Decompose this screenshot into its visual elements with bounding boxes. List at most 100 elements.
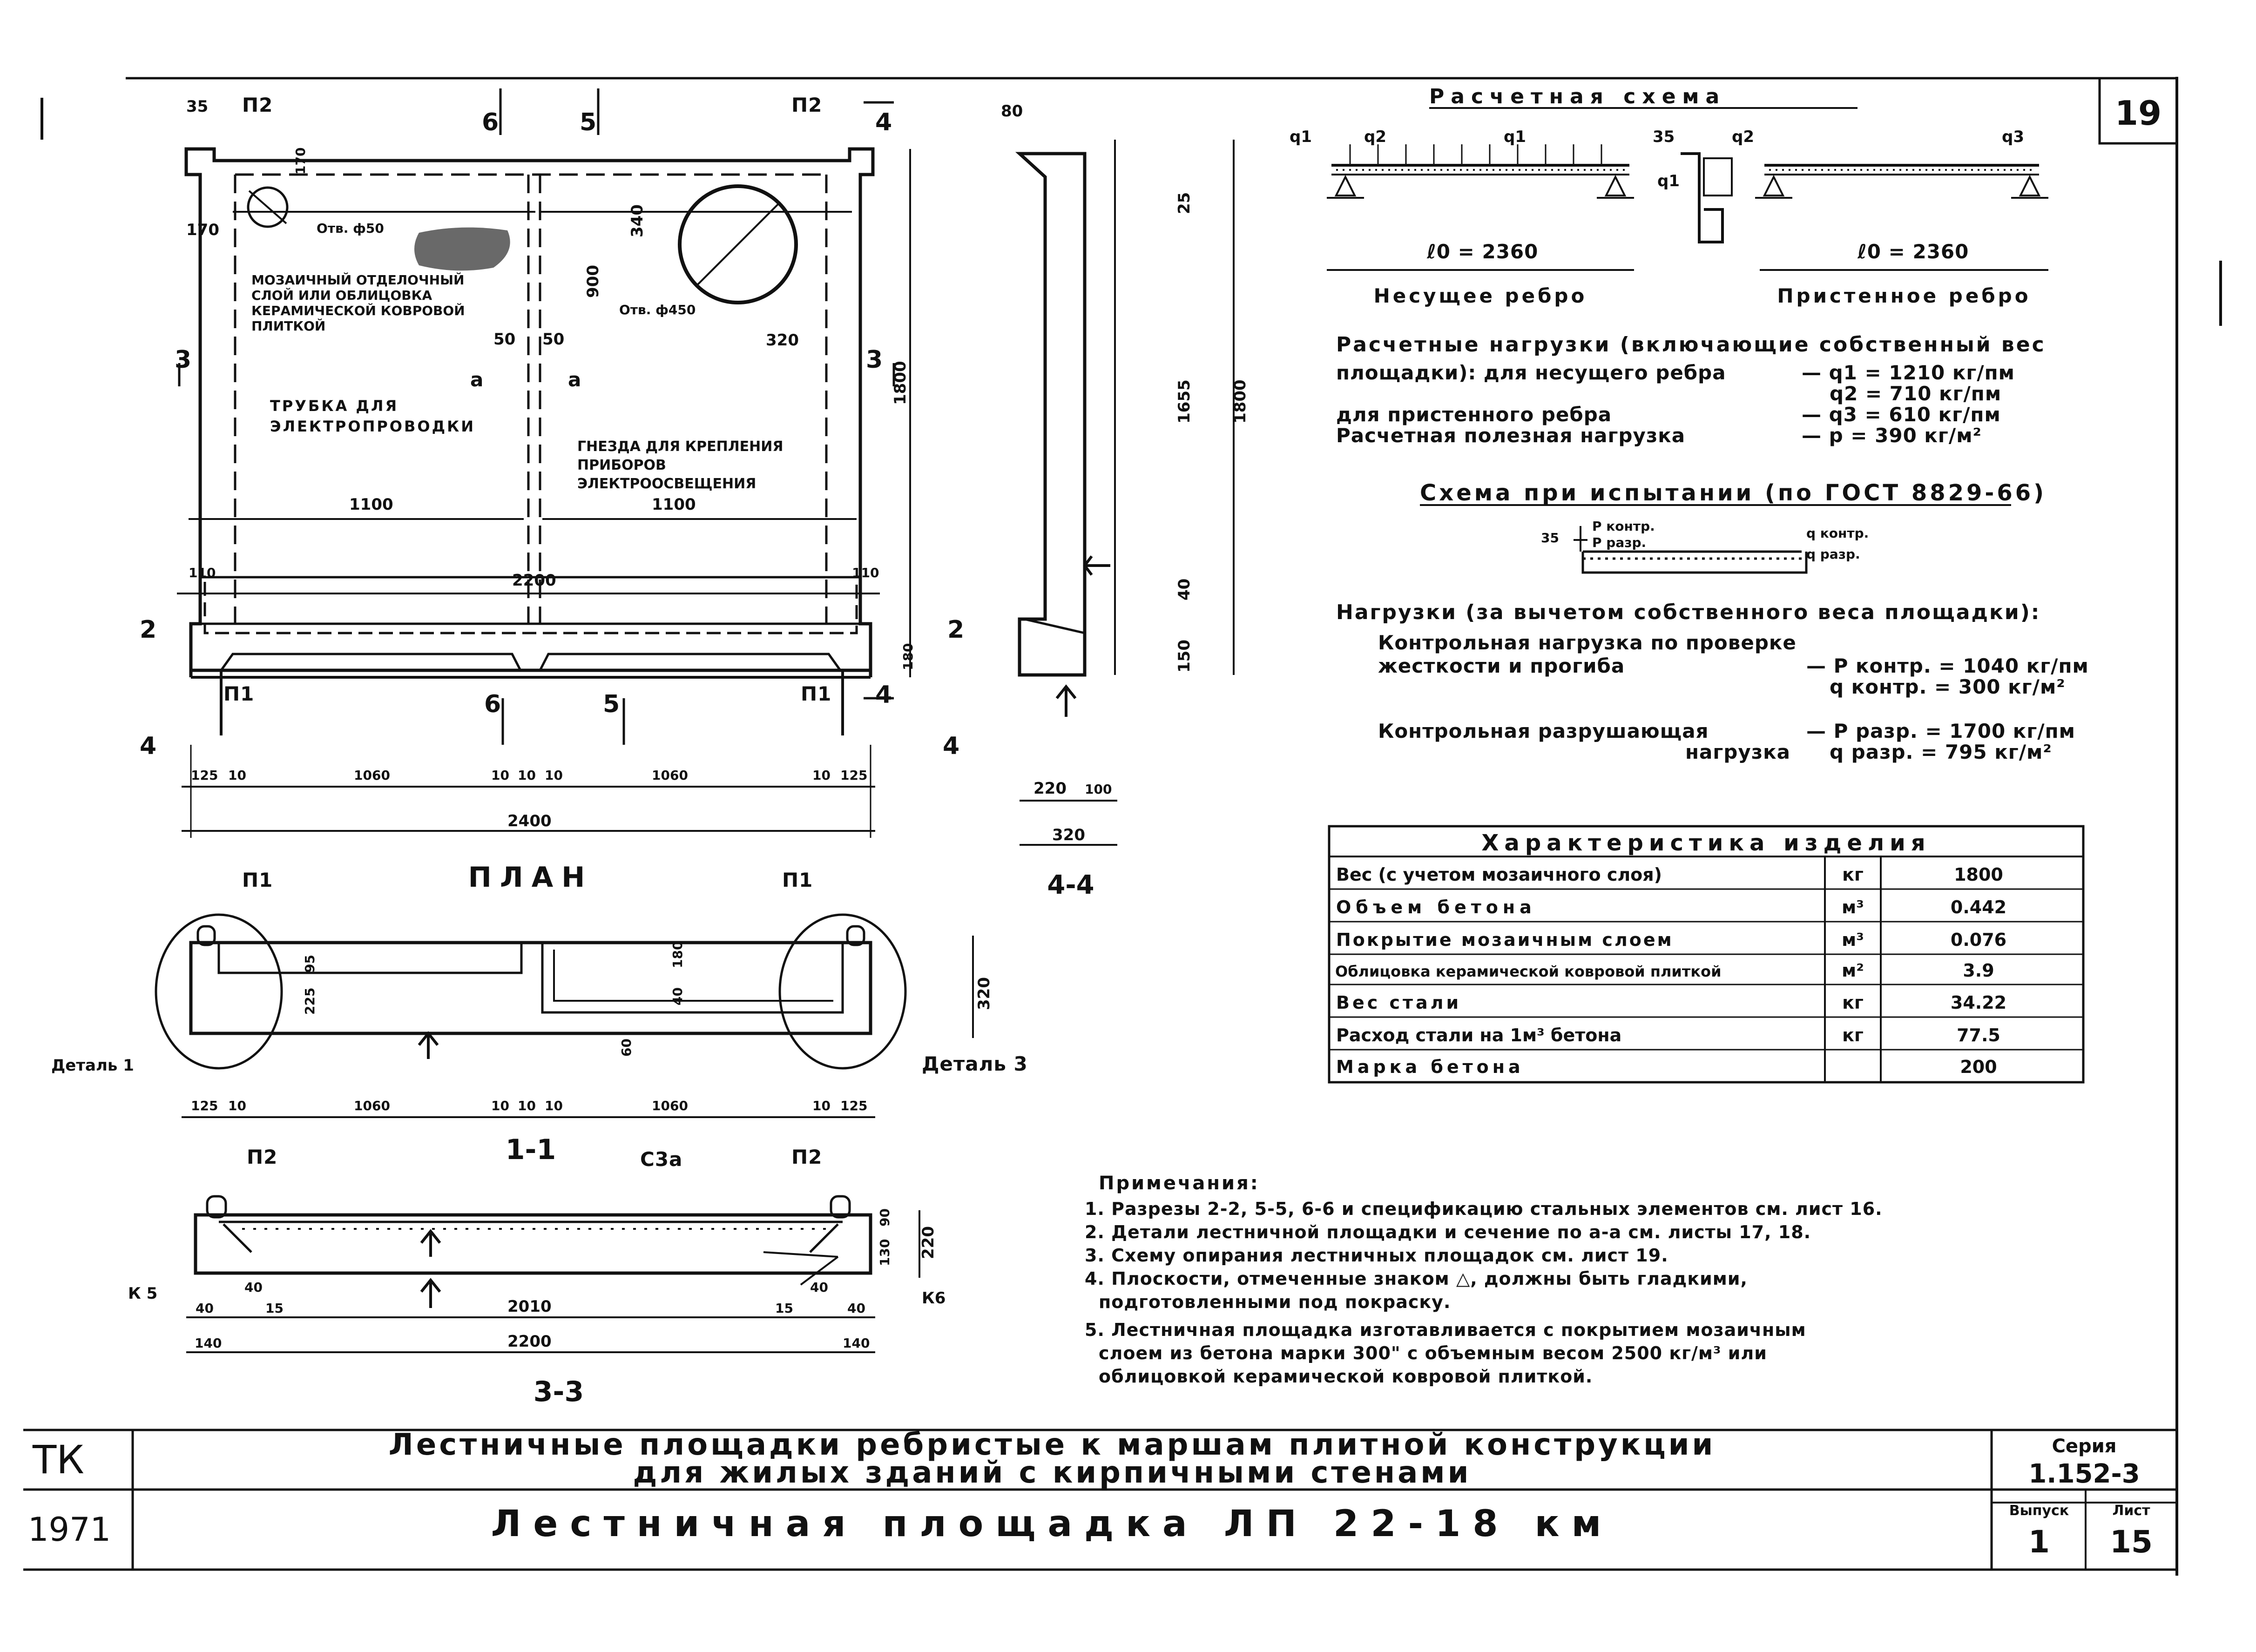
plan-label-alpha-right: а bbox=[568, 368, 581, 391]
scheme-q2-right: q2 bbox=[1732, 128, 1754, 146]
loads-line-4: Расчетная полезная нагрузка bbox=[1336, 424, 1685, 447]
plan-dim-1100a: 1100 bbox=[349, 495, 393, 514]
plan-dim-1100b: 1100 bbox=[652, 495, 696, 514]
test-q-razr: q разр. bbox=[1806, 546, 1860, 562]
plan-dim-row-5: 10 bbox=[545, 768, 563, 783]
plan-cut-mark-4-bottom-right: 4 bbox=[875, 681, 893, 709]
sec33-dim-40b: 40 bbox=[244, 1280, 263, 1295]
test-d35: 35 bbox=[1541, 530, 1559, 546]
scheme-label-left: Несущее ребро bbox=[1374, 284, 1587, 307]
test-loads-v3: — P разр. = 1700 кг/пм bbox=[1806, 720, 2075, 742]
sec11-dim-320: 320 bbox=[975, 977, 993, 1010]
plan-dim-340: 340 bbox=[628, 204, 647, 237]
plan-cut-mark-3-left: 3 bbox=[175, 346, 193, 374]
char-row-6-name: Марка бетона bbox=[1336, 1057, 1524, 1077]
plan-dim-35: 35 bbox=[186, 97, 208, 116]
sheet-label: Лист bbox=[2112, 1503, 2150, 1519]
plan-cut-mark-5-bottom: 5 bbox=[603, 690, 621, 718]
plan-label-p2-left: П2 bbox=[242, 94, 273, 116]
loads-q1: — q1 = 1210 кг/пм bbox=[1802, 361, 2015, 384]
plan-dim-170-left: 170 bbox=[186, 221, 219, 239]
plan-caption: План bbox=[468, 861, 594, 894]
loads-p: — p = 390 кг/м² bbox=[1802, 424, 1982, 447]
plan-label-hole-large: Отв. ф450 bbox=[619, 302, 696, 317]
plan-cut-mark-2-right: 2 bbox=[947, 616, 966, 644]
section-4-4: 80 25 1655 1800 40 150 220 100 320 4-4 bbox=[1001, 102, 1250, 900]
plan-dim-row-6: 1060 bbox=[652, 768, 688, 783]
sec33-dim-140b: 140 bbox=[843, 1335, 870, 1351]
stamp-tk: ТК bbox=[32, 1437, 84, 1483]
plan-cut-mark-6-top: 6 bbox=[482, 108, 500, 136]
notes-block: Примечания: 1. Разрезы 2-2, 5-5, 6-6 и с… bbox=[1085, 1173, 1883, 1387]
plan-cut-mark-5-top: 5 bbox=[580, 108, 598, 136]
section-3-3: П2 П2 С3а К 5 К6 130 90 220 40 40 40 40 … bbox=[128, 1146, 946, 1408]
sec11-dim-row-6: 1060 bbox=[652, 1098, 688, 1113]
scheme-q2: q2 bbox=[1364, 128, 1386, 146]
plan-label-mosaic-box: Мозаичный отделочный слой или облицовка … bbox=[251, 272, 465, 334]
char-row-3-value: 3.9 bbox=[1963, 960, 1994, 981]
scheme-d35: 35 bbox=[1653, 128, 1675, 146]
plan-dim-row-8: 125 bbox=[840, 768, 867, 783]
title-line-1: Лестничные площадки ребристые к маршам п… bbox=[389, 1428, 1716, 1462]
sec33-dim-15b: 15 bbox=[775, 1301, 793, 1316]
sec33-label-p2-right: П2 bbox=[791, 1146, 822, 1168]
sec11-label-p1-right: П1 bbox=[782, 869, 813, 891]
characteristics-table: Характеристика изделия Вес (с учетом моз… bbox=[1328, 825, 2085, 1084]
sec11-dim-row-7: 10 bbox=[812, 1098, 831, 1113]
test-loads-v1: — P контр. = 1040 кг/пм bbox=[1806, 654, 2089, 677]
notes-item-1: 1. Разрезы 2-2, 5-5, 6-6 и спецификацию … bbox=[1085, 1199, 1883, 1219]
notes-item-4: 4. Плоскости, отмеченные знаком △, должн… bbox=[1085, 1268, 1748, 1289]
plan-label-p2-right: П2 bbox=[791, 94, 822, 116]
sec33-dim-40d: 40 bbox=[847, 1301, 865, 1316]
loads-block: Расчетные нагрузки (включающие собственн… bbox=[1336, 333, 2044, 447]
notes-item-2: 2. Детали лестничной площадки и сечение … bbox=[1085, 1222, 1811, 1242]
plan-cut-mark-6-bottom: 6 bbox=[484, 690, 502, 718]
sec33-dim-15a: 15 bbox=[265, 1301, 284, 1316]
sec44-caption: 4-4 bbox=[1047, 870, 1094, 900]
char-row-3-unit: м² bbox=[1842, 960, 1864, 981]
plan-dim-50a: 50 bbox=[493, 330, 515, 349]
scheme-load-arrows-left bbox=[1349, 144, 1602, 165]
notes-item-5-cont2: облицовкой керамической ковровой плиткой… bbox=[1099, 1366, 1593, 1387]
sec44-dim-1800: 1800 bbox=[1231, 379, 1250, 424]
char-row-2-name: Покрытие мозаичным слоем bbox=[1336, 930, 1674, 950]
mosaic-patch-hatch bbox=[414, 227, 510, 271]
scheme-q1-mid: q1 bbox=[1504, 128, 1526, 146]
scheme-q1-right: q1 bbox=[1657, 172, 1680, 190]
sec11-dim-row-8: 125 bbox=[840, 1098, 867, 1113]
sec11-dim-row-5: 10 bbox=[545, 1098, 563, 1113]
char-row-4-unit: кг bbox=[1842, 992, 1864, 1013]
char-row-1-value: 0.442 bbox=[1951, 897, 2006, 917]
test-loads-v2: q контр. = 300 кг/м² bbox=[1830, 675, 2066, 698]
char-row-1-name: Объем бетона bbox=[1336, 897, 1536, 917]
char-row-2-value: 0.076 bbox=[1951, 930, 2006, 950]
test-loads-title: Нагрузки (за вычетом собственного веса п… bbox=[1336, 600, 2040, 624]
loads-line-2: площадки): для несущего ребра bbox=[1336, 361, 1726, 384]
sheet-number-box bbox=[2098, 77, 2178, 145]
char-title: Характеристика изделия bbox=[1481, 830, 1931, 856]
char-row-5-name: Расход стали на 1м³ бетона bbox=[1336, 1025, 1621, 1045]
char-row-0-name: Вес (с учетом мозаичного слоя) bbox=[1336, 864, 1662, 885]
product-title: Лестничная площадка ЛП 22-18 км bbox=[491, 1503, 1614, 1545]
sec11-dim-row-3: 10 bbox=[491, 1098, 509, 1113]
plan-dim-110b: 110 bbox=[852, 565, 879, 580]
test-loads-l2: жесткости и прогиба bbox=[1378, 654, 1625, 677]
title-line-2: для жилых зданий с кирпичными стенами bbox=[633, 1456, 1472, 1490]
loads-q3: — q3 = 610 кг/пм bbox=[1802, 403, 2001, 426]
test-loads-l4: нагрузка bbox=[1685, 741, 1790, 763]
sec11-detail-1: Деталь 1 bbox=[51, 1056, 134, 1075]
sec33-caption: 3-3 bbox=[534, 1376, 584, 1408]
sec44-dim-100: 100 bbox=[1085, 782, 1112, 797]
plan-label-alpha-left: а bbox=[470, 368, 484, 391]
sec11-dim-row-1: 10 bbox=[228, 1098, 246, 1113]
loads-q2: q2 = 710 кг/пм bbox=[1830, 382, 2001, 405]
plan-label-p1-right: П1 bbox=[801, 682, 831, 705]
sec11-label-p1-left: П1 bbox=[242, 869, 273, 891]
sec33-dim-140a: 140 bbox=[195, 1335, 222, 1351]
plan-dim-row-0: 125 bbox=[191, 768, 218, 783]
char-row-5-value: 77.5 bbox=[1957, 1025, 2000, 1045]
stamp-year: 1971 bbox=[28, 1510, 111, 1549]
plan-dim-row-3: 10 bbox=[491, 768, 509, 783]
char-row-4-value: 34.22 bbox=[1951, 992, 2006, 1013]
